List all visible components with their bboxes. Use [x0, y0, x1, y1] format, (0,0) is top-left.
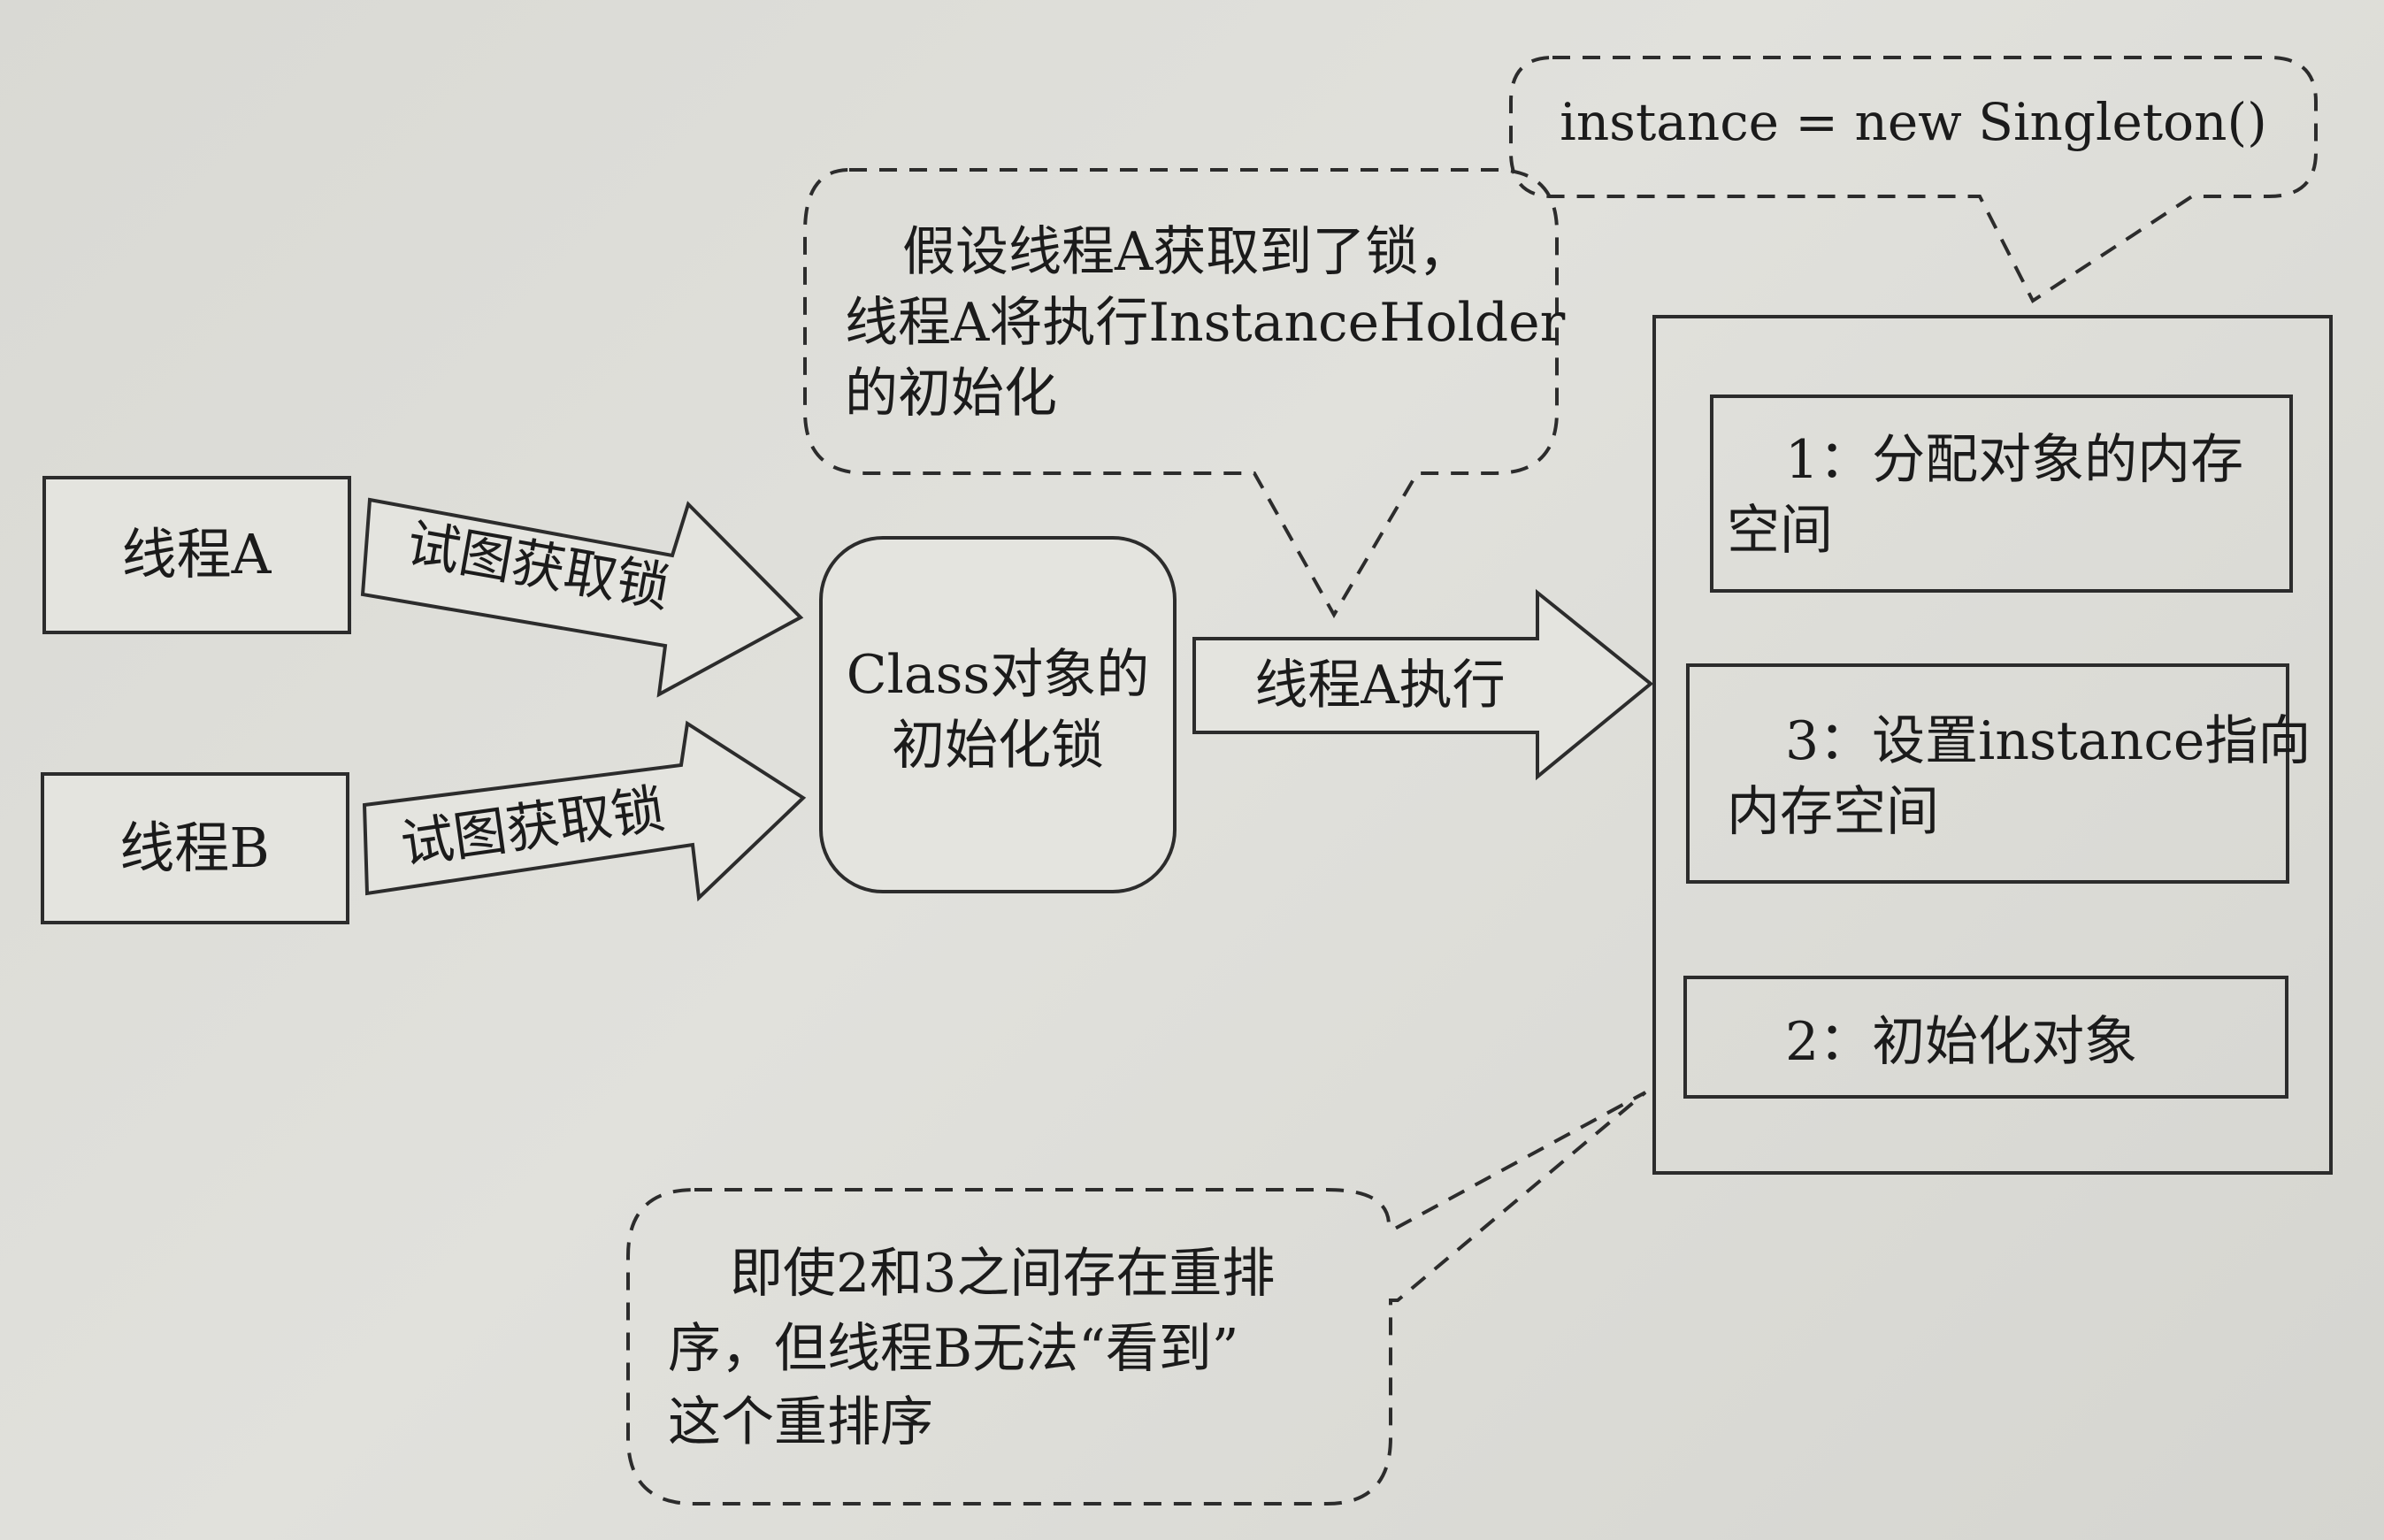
step-1-allocate-memory: 1：分配对象的内存 空间 — [1710, 395, 2293, 593]
step-3-line1: 3：设置instance指向 — [1785, 710, 2311, 772]
step-3-line2: 内存空间 — [1727, 781, 1939, 843]
thread-a-node: 线程A — [42, 476, 351, 634]
step-1-line2: 空间 — [1727, 500, 1833, 562]
step-2-line1: 2：初始化对象 — [1785, 1011, 2137, 1073]
thread-b-label: 线程B — [119, 816, 270, 880]
speech-bubble-thread-a-lock: 假设线程A获取到了锁， 线程A将执行InstanceHolder 的初始化 — [803, 168, 1566, 619]
thread-b-node: 线程B — [41, 772, 349, 924]
bubble-top-line2: 线程A将执行InstanceHolder — [845, 292, 1566, 354]
step-1-line1: 1：分配对象的内存 — [1785, 429, 2243, 491]
step-3-set-instance-pointer: 3：设置instance指向 内存空间 — [1686, 663, 2311, 884]
arrow-thread-a-try-lock: 试图获取锁 — [360, 497, 804, 698]
thread-a-label: 线程A — [122, 522, 272, 586]
class-init-lock-node: Class对象的 初始化锁 — [819, 536, 1177, 893]
bubble-bottom-line2: 序，但线程B无法“看到” — [668, 1318, 1238, 1380]
speech-bubble-reorder-note: 即使2和3之间存在重排 序，但线程B无法“看到” 这个重排序 — [626, 1091, 1647, 1506]
bubble-bottom-line1: 即使2和3之间存在重排 — [730, 1243, 1275, 1305]
arrow-exec-label: 线程A执行 — [1254, 655, 1505, 716]
bubble-top-line3: 的初始化 — [845, 363, 1057, 425]
arrow-thread-b-try-lock: 试图获取锁 — [362, 720, 807, 902]
speech-bubble-instance-assignment: instance = new Singleton() — [1509, 56, 2318, 303]
arrow-thread-a-executes: 线程A执行 — [1192, 588, 1654, 781]
bubble-instance-label: instance = new Singleton() — [1560, 92, 2266, 152]
bubble-bottom-line3: 这个重排序 — [668, 1391, 933, 1453]
lock-label-line1: Class对象的 — [847, 644, 1149, 706]
steps-container — [1652, 315, 2333, 1175]
lock-label-line2: 初始化锁 — [892, 715, 1104, 777]
bubble-top-line1: 假设线程A获取到了锁， — [902, 221, 1471, 283]
step-2-initialize-object: 2：初始化对象 — [1683, 976, 2288, 1099]
